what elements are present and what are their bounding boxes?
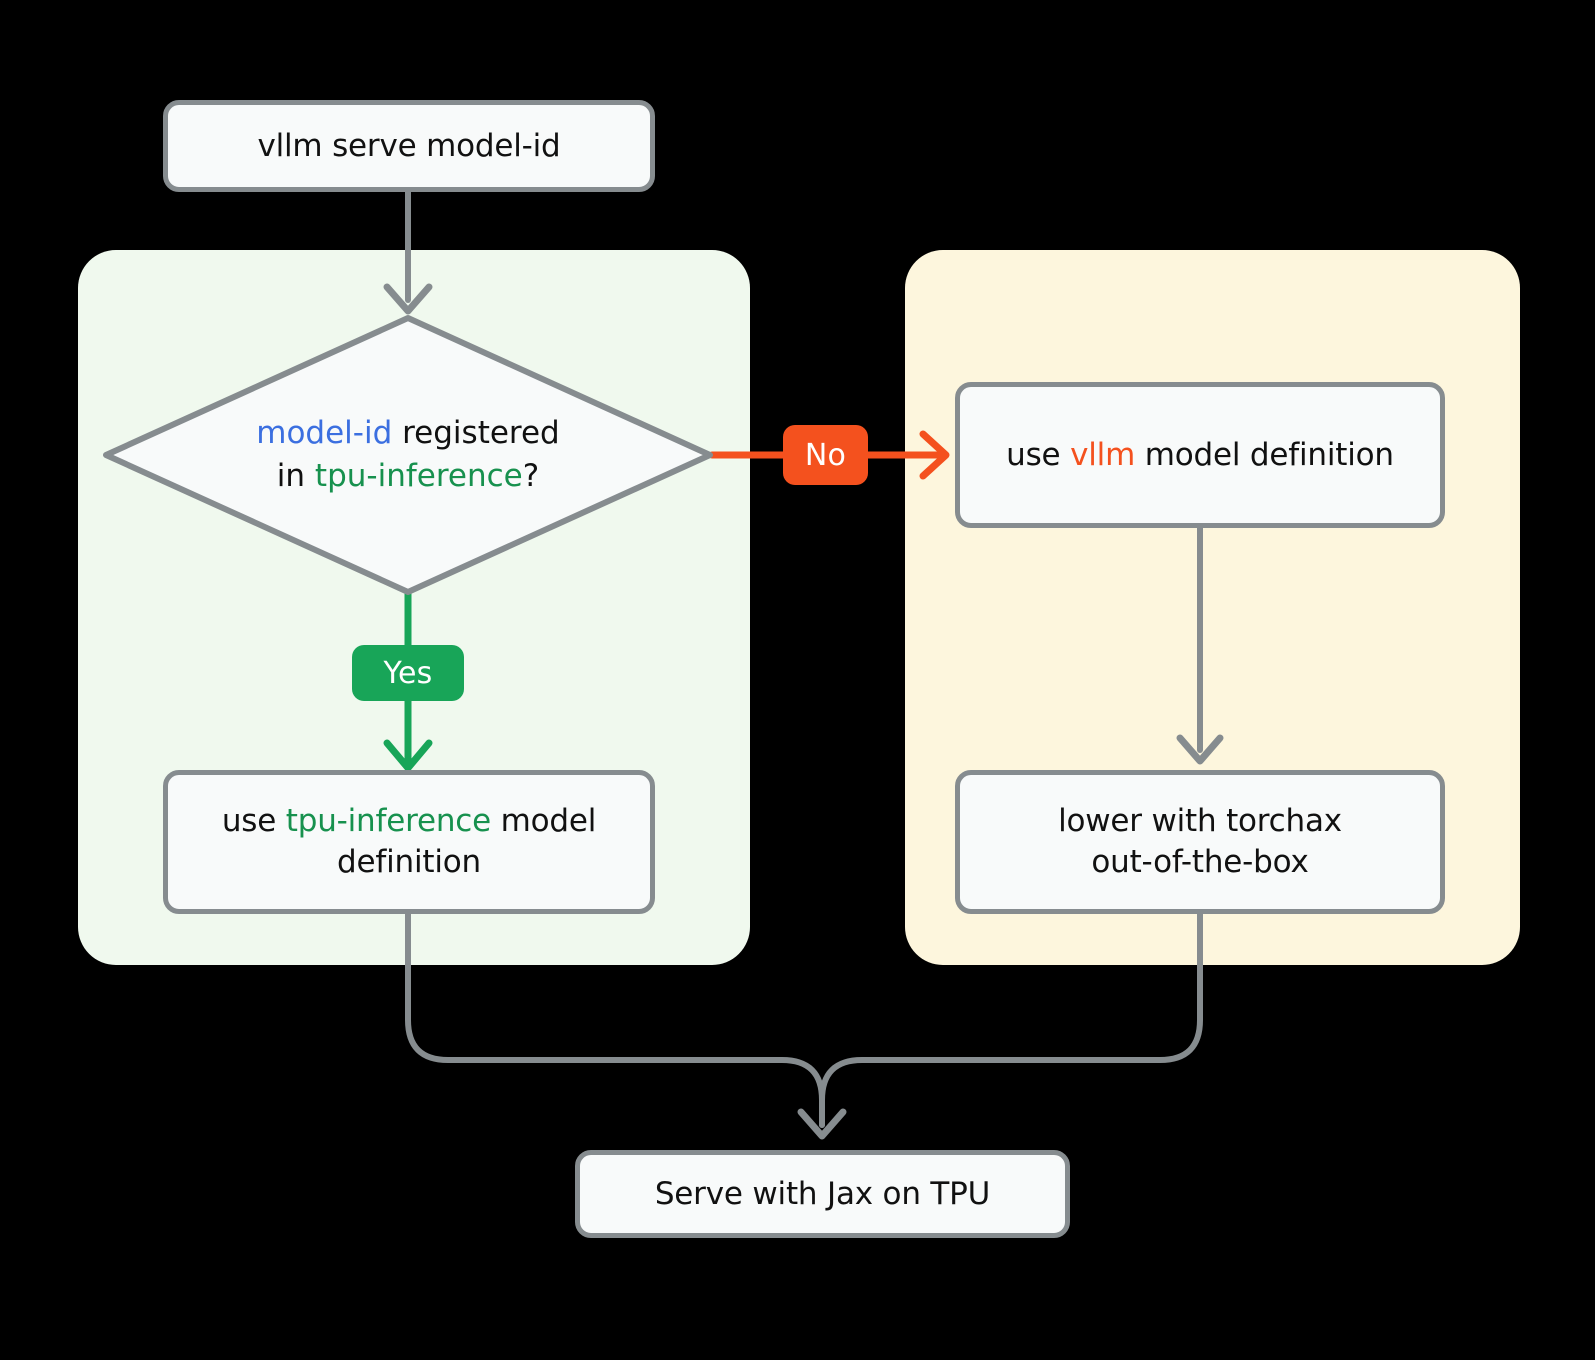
node-start-label: vllm serve model-id (257, 127, 561, 164)
node-serve-label: Serve with Jax on TPU (654, 1175, 991, 1212)
decision-token-in: in (276, 458, 315, 494)
edge-torchax-to-serve (797, 911, 1203, 1140)
node-serve[interactable]: Serve with Jax on TPU (575, 1150, 1070, 1238)
node-torchax-label: lower with torchax out-of-the-box (1040, 801, 1360, 883)
edge-decision-to-vllm-model (708, 430, 950, 480)
decision-token-question: ? (522, 458, 540, 494)
edge-start-to-decision (383, 189, 433, 315)
edge-vllm-model-to-torchax (1176, 525, 1224, 765)
decision-token-model-id: model-id (256, 415, 393, 452)
vllm-model-token-use: use (1006, 436, 1071, 473)
node-tpu-model-definition-label: use tpu-inference model definition (168, 801, 650, 883)
node-torchax[interactable]: lower with torchax out-of-the-box (955, 770, 1445, 914)
node-torchax-line2: out-of-the-box (1091, 844, 1309, 880)
edge-tpu-model-to-serve (405, 911, 825, 1128)
tpu-model-token-suffix: model definition (337, 803, 597, 880)
node-vllm-model-definition[interactable]: use vllm model definition (955, 382, 1445, 528)
decision-token-registered: registered (392, 415, 560, 452)
decision-token-tpu-inference: tpu-inference (314, 458, 523, 494)
node-torchax-line1: lower with torchax (1058, 803, 1342, 840)
node-vllm-model-definition-label: use vllm model definition (988, 435, 1412, 476)
edge-label-yes: Yes (352, 645, 464, 701)
decision-diamond-shape[interactable] (103, 315, 713, 595)
vllm-model-token-vllm: vllm (1070, 436, 1136, 473)
node-start[interactable]: vllm serve model-id (163, 100, 655, 192)
edge-label-no: No (783, 425, 868, 485)
node-decision-label: model-id registered in tpu-inference? (106, 318, 710, 592)
node-tpu-model-definition[interactable]: use tpu-inference model definition (163, 770, 655, 914)
tpu-model-token-tpu-inference: tpu-inference (285, 803, 491, 840)
edge-decision-to-tpu-model (383, 588, 433, 772)
edge-label-yes-text: Yes (383, 655, 433, 691)
edge-label-no-text: No (804, 437, 847, 473)
node-decision[interactable]: model-id registered in tpu-inference? (106, 318, 710, 592)
tpu-model-token-use: use (221, 803, 286, 840)
vllm-model-token-suffix: model definition (1135, 436, 1394, 473)
